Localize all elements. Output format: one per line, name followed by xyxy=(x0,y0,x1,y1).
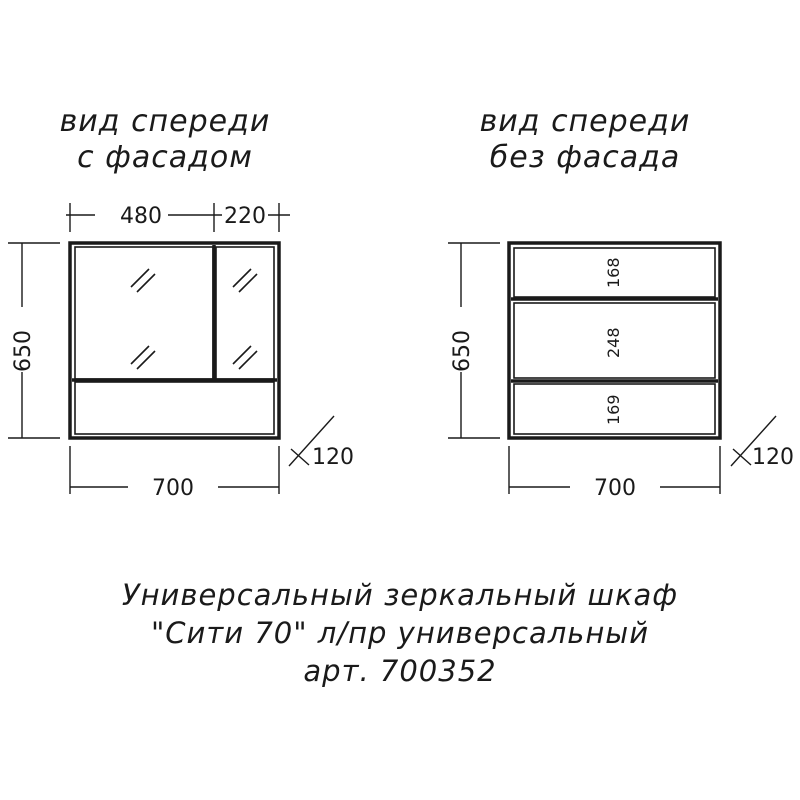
dim-height-650-left: 650 xyxy=(11,330,36,372)
right-view-title-line1: вид спереди xyxy=(479,104,691,139)
left-view-title-line2: с фасадом xyxy=(77,140,253,175)
dim-width-480: 480 xyxy=(120,204,162,229)
right-height-dimension xyxy=(448,242,500,439)
right-mirror-door xyxy=(215,246,275,380)
dim-depth-120-left: 120 xyxy=(312,445,354,470)
right-view-title: вид спереди без фасада xyxy=(455,104,715,176)
caption-line3: арт. 700352 xyxy=(303,654,497,688)
left-bottom-shelf xyxy=(74,381,275,435)
right-depth-marker xyxy=(730,415,777,467)
dim-height-650-right: 650 xyxy=(450,330,475,372)
left-view: 480 220 650 700 120 xyxy=(8,203,354,501)
left-bottom-dimension xyxy=(69,446,280,494)
dim-compartment-169: 169 xyxy=(604,394,623,425)
dim-width-700-left: 700 xyxy=(152,476,194,501)
left-view-title-line1: вид спереди xyxy=(59,104,271,139)
mirror-reflection-marks xyxy=(130,268,258,370)
left-view-title: вид спереди с фасадом xyxy=(40,104,290,176)
left-height-dimension xyxy=(8,242,60,439)
right-bottom-dimension xyxy=(508,446,721,494)
right-view-title-line2: без фасада xyxy=(489,140,681,175)
product-caption: Универсальный зеркальный шкаф "Сити 70" … xyxy=(40,576,760,690)
caption-line2: "Сити 70" л/пр универсальный xyxy=(150,616,650,650)
caption-line1: Универсальный зеркальный шкаф xyxy=(121,578,679,612)
dim-depth-120-right: 120 xyxy=(752,445,794,470)
dim-compartment-168: 168 xyxy=(604,257,623,288)
left-depth-marker xyxy=(288,415,335,467)
right-top-compartment xyxy=(513,247,716,298)
left-top-dimension xyxy=(66,203,290,232)
right-view: 168 248 169 650 700 xyxy=(448,241,794,501)
left-mirror-door xyxy=(74,246,214,380)
right-cabinet-outline xyxy=(507,241,722,440)
left-cabinet-outline xyxy=(68,241,281,440)
right-middle-compartment xyxy=(513,302,716,379)
dim-compartment-248: 248 xyxy=(604,327,623,358)
dim-width-700-right: 700 xyxy=(594,476,636,501)
right-bottom-compartment xyxy=(513,383,716,435)
dim-width-220: 220 xyxy=(224,204,266,229)
